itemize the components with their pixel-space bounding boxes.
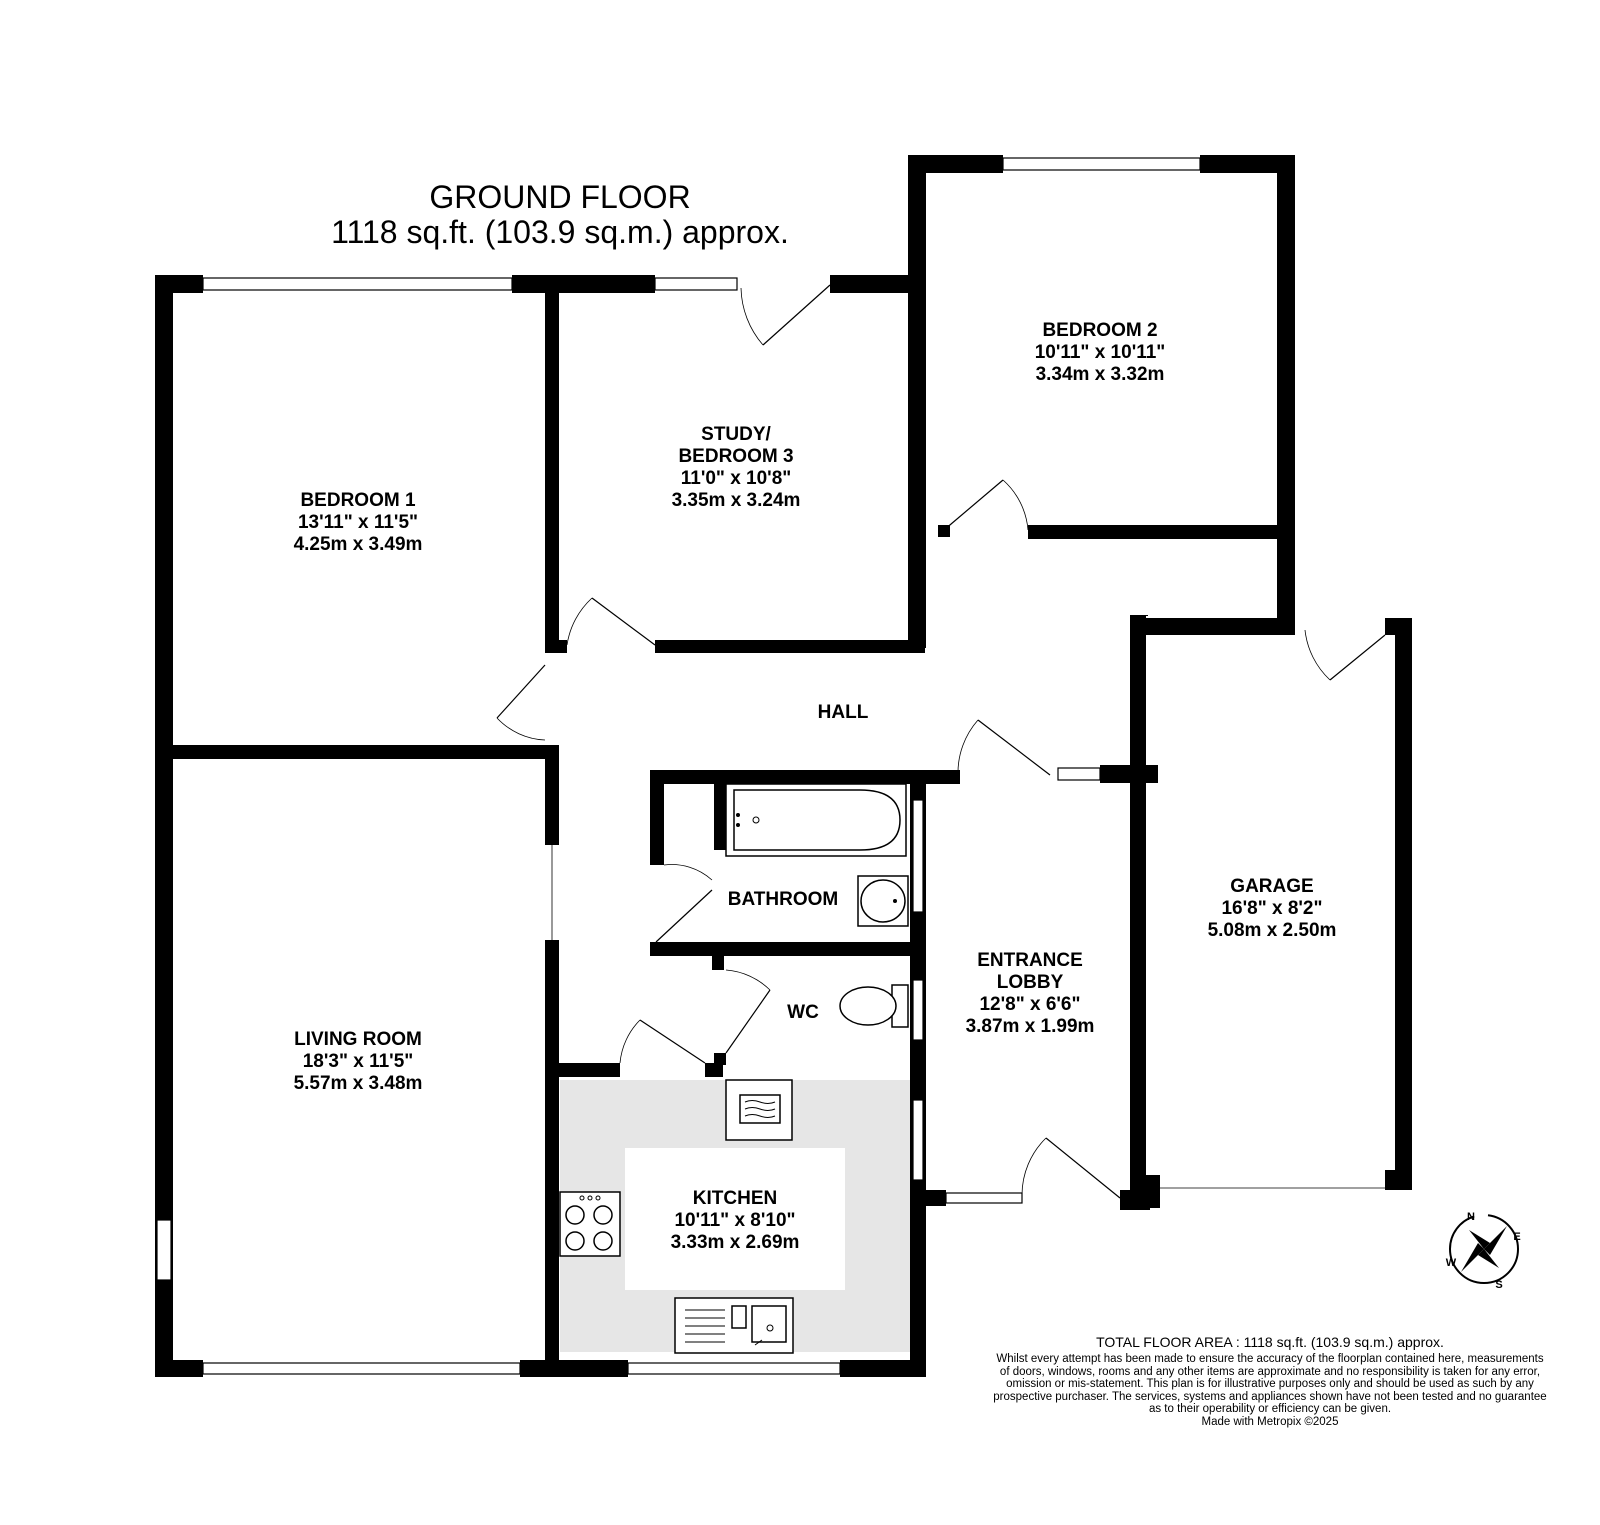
room-imperial: 10'11" x 10'11" bbox=[1035, 342, 1166, 363]
fixtures bbox=[559, 783, 909, 1354]
windows bbox=[156, 157, 1385, 1375]
doors bbox=[496, 284, 1386, 1199]
disclaimer-line-4: prospective purchaser. The services, sys… bbox=[993, 1390, 1547, 1403]
total-floor-area: TOTAL FLOOR AREA : 1118 sq.ft. (103.9 sq… bbox=[1096, 1334, 1444, 1350]
bathtub-icon bbox=[725, 783, 907, 857]
room-bedroom2: BEDROOM 2 10'11" x 10'11" 3.34m x 3.32m bbox=[1035, 320, 1166, 385]
floor-area: 1118 sq.ft. (103.9 sq.m.) approx. bbox=[331, 214, 789, 250]
room-hall: HALL bbox=[818, 702, 869, 723]
disclaimer-line-1: Whilst every attempt has been made to en… bbox=[996, 1353, 1544, 1365]
window-lobby-top bbox=[1057, 767, 1101, 781]
floor-name: GROUND FLOOR bbox=[429, 179, 691, 215]
room-wc: WC bbox=[787, 1002, 819, 1023]
footer: TOTAL FLOOR AREA : 1118 sq.ft. (103.9 sq… bbox=[975, 1332, 1565, 1428]
window-bathroom bbox=[912, 799, 924, 913]
room-imperial: 16'8" x 8'2" bbox=[1221, 898, 1322, 919]
room-metric: 5.08m x 2.50m bbox=[1208, 920, 1337, 941]
window-kitchen bbox=[627, 1362, 841, 1375]
room-labels: BEDROOM 1 13'11" x 11'5" 4.25m x 3.49m S… bbox=[294, 320, 1337, 1253]
room-metric: 3.35m x 3.24m bbox=[672, 490, 801, 511]
room-lobby: ENTRANCE LOBBY 12'8" x 6'6" 3.87m x 1.99… bbox=[966, 950, 1095, 1037]
room-metric: 3.34m x 3.32m bbox=[1036, 364, 1165, 385]
window-bedroom2 bbox=[1002, 157, 1201, 171]
compass-e: E bbox=[1513, 1231, 1520, 1243]
compass-icon: N E S W bbox=[1446, 1211, 1521, 1290]
window-bedroom1 bbox=[202, 277, 513, 291]
oven-icon bbox=[725, 1079, 793, 1141]
room-name: LIVING ROOM bbox=[294, 1029, 422, 1050]
sink-icon bbox=[674, 1297, 794, 1354]
room-name: KITCHEN bbox=[693, 1188, 777, 1209]
toilet-icon bbox=[839, 984, 909, 1028]
room-bathroom: BATHROOM bbox=[728, 889, 838, 910]
room-imperial: 13'11" x 11'5" bbox=[298, 512, 418, 533]
room-name-2: LOBBY bbox=[997, 972, 1064, 993]
compass-n: N bbox=[1467, 1211, 1475, 1223]
room-name: ENTRANCE bbox=[977, 950, 1083, 971]
room-imperial: 10'11" x 8'10" bbox=[674, 1210, 795, 1231]
window-study bbox=[654, 277, 738, 291]
room-bedroom1: BEDROOM 1 13'11" x 11'5" 4.25m x 3.49m bbox=[294, 490, 423, 555]
window-kitchen-side bbox=[912, 1099, 924, 1181]
room-name: GARAGE bbox=[1230, 876, 1313, 897]
room-garage: GARAGE 16'8" x 8'2" 5.08m x 2.50m bbox=[1208, 876, 1337, 941]
window-lobby bbox=[945, 1192, 1023, 1204]
walls bbox=[155, 155, 1412, 1377]
room-metric: 3.87m x 1.99m bbox=[966, 1016, 1095, 1037]
room-name: STUDY/ bbox=[701, 424, 771, 445]
room-name: BEDROOM 1 bbox=[300, 490, 416, 511]
compass-w: W bbox=[1446, 1257, 1457, 1269]
room-imperial: 11'0" x 10'8" bbox=[681, 468, 792, 489]
basin-icon bbox=[857, 875, 909, 927]
floor-title: GROUND FLOOR 1118 sq.ft. (103.9 sq.m.) a… bbox=[320, 180, 800, 250]
room-living: LIVING ROOM 18'3" x 11'5" 5.57m x 3.48m bbox=[294, 1029, 423, 1094]
room-kitchen: KITCHEN 10'11" x 8'10" 3.33m x 2.69m bbox=[671, 1188, 800, 1253]
window-wc bbox=[912, 979, 924, 1041]
room-metric: 3.33m x 2.69m bbox=[671, 1232, 800, 1253]
disclaimer-line-5: as to their operability or efficiency ca… bbox=[1148, 1403, 1392, 1415]
credit: Made with Metropix ©2025 bbox=[1201, 1415, 1339, 1428]
room-study: STUDY/ BEDROOM 3 11'0" x 10'8" 3.35m x 3… bbox=[672, 424, 801, 511]
room-imperial: 18'3" x 11'5" bbox=[303, 1051, 414, 1072]
room-name-2: BEDROOM 3 bbox=[678, 446, 793, 467]
disclaimer-line-2: of doors, windows, rooms and any other i… bbox=[999, 1365, 1541, 1378]
hob-icon bbox=[559, 1191, 621, 1257]
room-metric: 5.57m x 3.48m bbox=[294, 1073, 423, 1094]
compass-s: S bbox=[1495, 1279, 1502, 1290]
disclaimer-line-3: omission or mis-statement. This plan is … bbox=[1006, 1378, 1534, 1390]
room-name: BEDROOM 2 bbox=[1042, 320, 1157, 341]
room-imperial: 12'8" x 6'6" bbox=[979, 994, 1080, 1015]
window-living-side bbox=[156, 1219, 172, 1281]
room-metric: 4.25m x 3.49m bbox=[294, 534, 423, 555]
window-living bbox=[202, 1362, 521, 1375]
